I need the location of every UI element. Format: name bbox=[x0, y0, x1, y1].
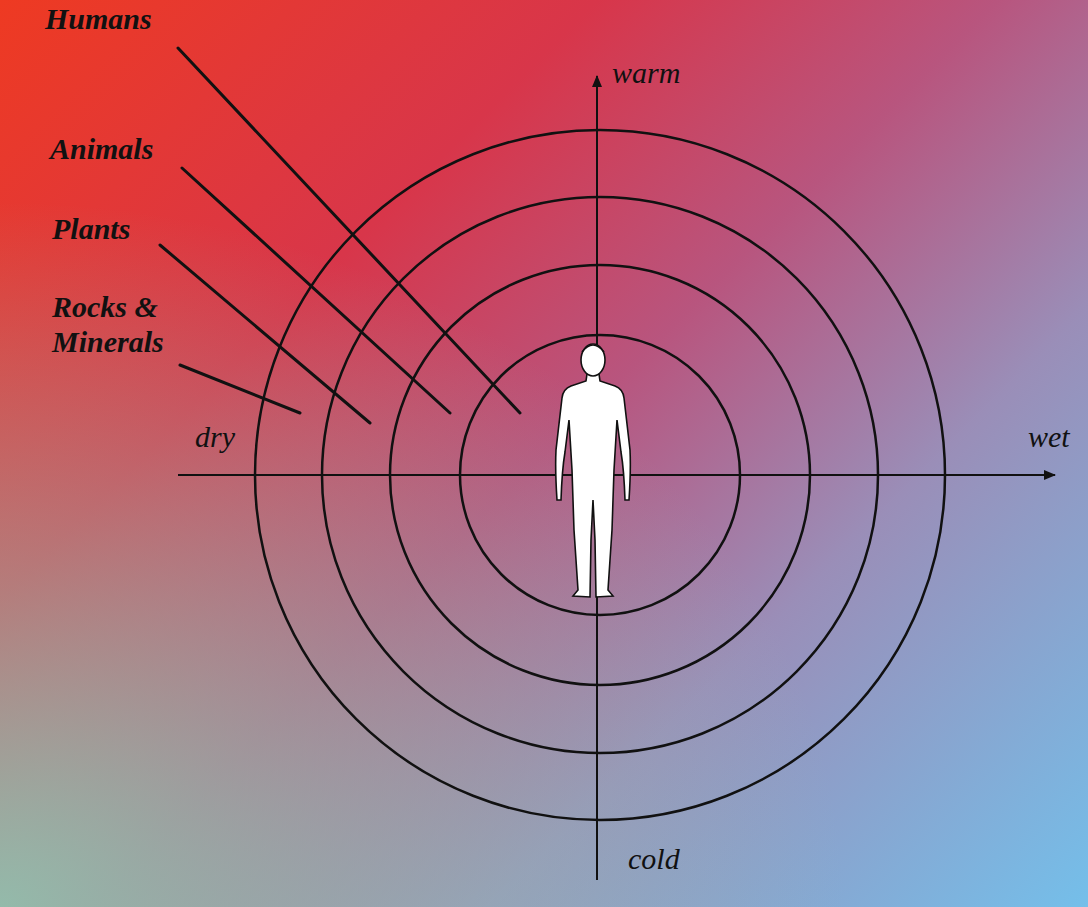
axis-label: cold bbox=[628, 842, 680, 877]
dry-wet-axis bbox=[178, 474, 1055, 476]
category-label: Plants bbox=[52, 212, 130, 247]
leader-line bbox=[160, 245, 370, 423]
category-label: Humans bbox=[45, 2, 152, 37]
leader-line bbox=[178, 48, 520, 413]
human-figure bbox=[556, 344, 631, 597]
axis-label: wet bbox=[1028, 420, 1070, 455]
leader-line bbox=[180, 365, 300, 413]
axis-label: dry bbox=[195, 420, 235, 455]
category-label: Animals bbox=[50, 132, 153, 167]
category-label: Rocks & Minerals bbox=[52, 290, 192, 359]
axis-label: warm bbox=[612, 56, 680, 91]
